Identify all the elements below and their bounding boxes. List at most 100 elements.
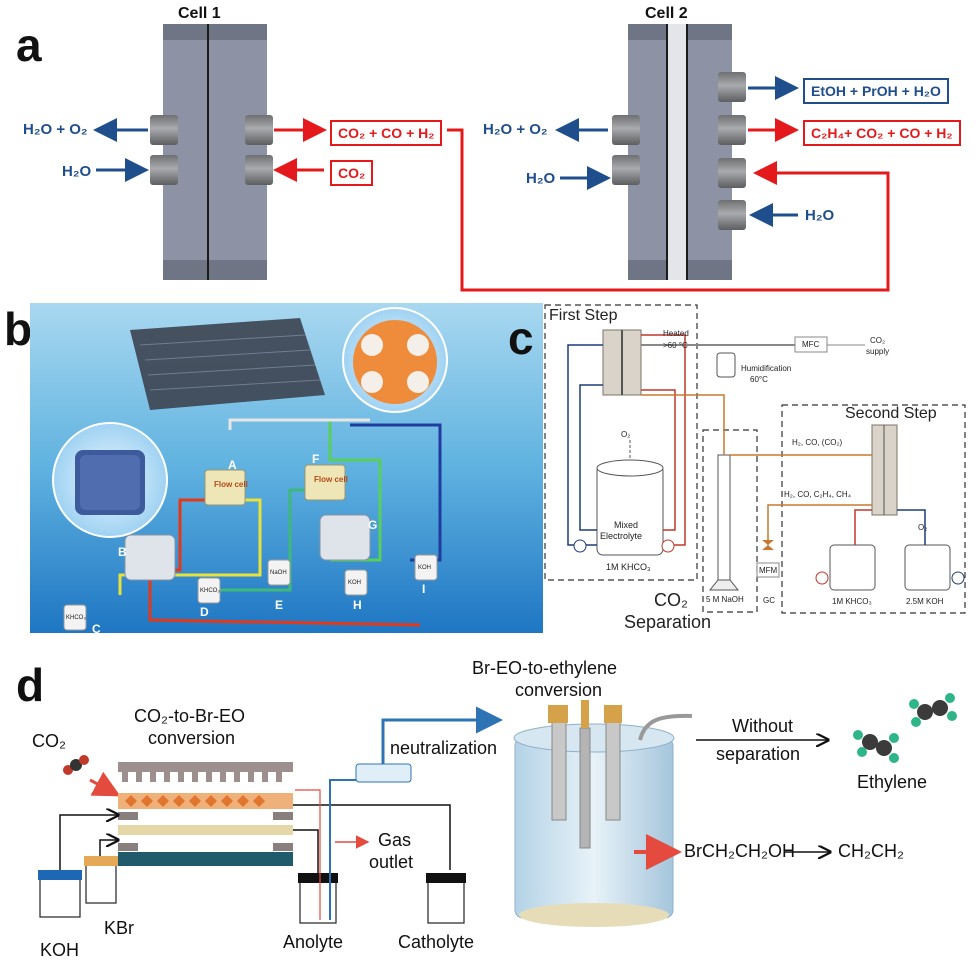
mixed-label-2: Electrolyte bbox=[600, 531, 643, 541]
bottle-d bbox=[197, 577, 221, 604]
co2-supply-label-2: supply bbox=[866, 347, 890, 356]
gas-outlet-label-2: outlet bbox=[369, 852, 414, 872]
heated-temp-label: >60 °C bbox=[663, 341, 688, 350]
electrode-cap-1 bbox=[548, 705, 568, 723]
marker-b: B bbox=[118, 545, 127, 559]
cell1-left-inlet-label: H₂O bbox=[62, 163, 92, 180]
electrode-2 bbox=[579, 727, 591, 849]
gc-label: GC bbox=[763, 596, 775, 605]
conversion1-line2: conversion bbox=[148, 728, 236, 748]
pump-first-right bbox=[661, 539, 675, 553]
cell2-port-left-top bbox=[612, 115, 640, 145]
mfm-box bbox=[756, 562, 780, 578]
khco3-second-label: 1M KHCO₃ bbox=[832, 597, 872, 606]
heated-label: Heated bbox=[663, 329, 689, 338]
marker-h: H bbox=[353, 598, 362, 612]
flow-cell-f bbox=[304, 464, 346, 501]
ethylene-molecule-2 bbox=[909, 693, 957, 727]
cell2-gas-product-box: C₂H₄+ CO₂ + CO + H₂ bbox=[803, 120, 961, 146]
cell2-port-right-4 bbox=[718, 200, 746, 230]
khco3-bottle-second bbox=[829, 544, 876, 591]
graphene-sheet bbox=[130, 318, 325, 410]
electrode-cap-3 bbox=[604, 705, 622, 723]
kbr-label: KBr bbox=[104, 918, 135, 938]
humidification-temp-label: 60°C bbox=[750, 375, 768, 384]
mixed-label-1: Mixed bbox=[614, 520, 639, 530]
flow-cell-a bbox=[204, 469, 246, 506]
neutralization-unit bbox=[355, 763, 412, 783]
first-step-box bbox=[544, 304, 698, 581]
gas-outlet-label-1: Gas bbox=[378, 830, 412, 850]
bottle-e-label: NaOH bbox=[270, 570, 287, 576]
cell2-water-inlet-label: H₂O bbox=[805, 207, 835, 224]
cell1-left-outlet-label: H₂O + O₂ bbox=[23, 121, 88, 138]
anolyte-label: Anolyte bbox=[283, 932, 344, 952]
marker-f: F bbox=[312, 452, 320, 466]
cell2-port-right-2 bbox=[718, 115, 746, 145]
cell2-left-outlet-label: H₂O + O₂ bbox=[483, 121, 548, 138]
ethylene-molecule-1 bbox=[853, 730, 899, 763]
naoh-label: 5 M NaOH bbox=[706, 595, 744, 604]
bottle-e bbox=[267, 559, 291, 586]
panel-a-arrows bbox=[93, 76, 890, 292]
pump-first-left bbox=[573, 539, 587, 553]
marker-g: G bbox=[368, 518, 378, 532]
tube-yellow bbox=[118, 498, 262, 595]
panel-c-letter: c bbox=[508, 312, 534, 364]
bottle-h-label: KOH bbox=[348, 580, 362, 586]
marker-c: C bbox=[92, 622, 101, 636]
humidifier bbox=[716, 352, 736, 378]
koh-second-label: 2.5M KOH bbox=[906, 597, 944, 606]
electrode-1 bbox=[551, 719, 567, 821]
panel-b-letter: b bbox=[4, 303, 33, 355]
kbr-bottle-cap bbox=[84, 856, 118, 866]
conversion1-line1: CO₂-to-Br-EO bbox=[134, 706, 245, 726]
cell2-port-right-3 bbox=[718, 158, 746, 188]
co2-separation-box bbox=[702, 429, 758, 613]
reactor-vessel bbox=[514, 737, 674, 919]
co2-label: CO₂ bbox=[32, 731, 66, 751]
cell1-co2-feed-box: CO₂ bbox=[330, 160, 374, 186]
electrode-cap-2 bbox=[581, 700, 589, 728]
panel-d-letter: d bbox=[16, 659, 45, 711]
humidification-label: Humidification bbox=[741, 364, 792, 373]
cell2-port-right-1 bbox=[718, 72, 746, 102]
cell2-liquid-product-box: EtOH + PrOH + H₂O bbox=[803, 78, 949, 104]
anolyte-cap bbox=[298, 873, 338, 883]
first-step-label: First Step bbox=[549, 307, 618, 324]
cell1-port-left-bottom bbox=[150, 155, 178, 185]
ethylene-label: Ethylene bbox=[857, 772, 928, 792]
flow-cell-f-label: Flow cell bbox=[314, 475, 348, 484]
marker-e: E bbox=[275, 598, 284, 612]
catholyte-bottle bbox=[427, 877, 465, 924]
co2-separation-label-1: CO₂ bbox=[654, 590, 688, 610]
cell2-port-left-bottom bbox=[612, 155, 640, 185]
reactant-label: BrCH₂CH₂OH bbox=[684, 841, 795, 861]
valve bbox=[762, 540, 774, 550]
bottle-c bbox=[63, 604, 87, 631]
co2-supply-label-1: CO₂ bbox=[870, 336, 886, 345]
mfm-label: MFM bbox=[759, 566, 778, 575]
electrolyzer-stack bbox=[118, 762, 293, 866]
cell1-port-right-top bbox=[245, 115, 273, 145]
pump-second-right bbox=[951, 571, 965, 585]
catholyte-cap bbox=[426, 873, 466, 883]
pump-second-left bbox=[815, 571, 829, 585]
separation-label: separation bbox=[716, 744, 801, 764]
cell2-title: Cell 2 bbox=[645, 5, 688, 22]
o2-first-label: O₂ bbox=[621, 430, 631, 439]
cell2-left-inlet-label: H₂O bbox=[526, 170, 556, 187]
koh-label: KOH bbox=[40, 940, 80, 960]
bottle-d-label: KHCO₃ bbox=[200, 588, 220, 594]
koh-bottle-cap bbox=[38, 870, 82, 880]
co2-separation-label-2: Separation bbox=[624, 612, 712, 632]
conversion2-line1: Br-EO-to-ethylene bbox=[472, 658, 618, 678]
pump-g bbox=[319, 514, 371, 561]
marker-i: I bbox=[422, 582, 426, 596]
cell1-product-box: CO₂ + CO + H₂ bbox=[330, 120, 443, 146]
marker-a: A bbox=[228, 458, 237, 472]
arrow-cell1-to-cell2 bbox=[447, 128, 890, 292]
without-label: Without bbox=[732, 716, 794, 736]
